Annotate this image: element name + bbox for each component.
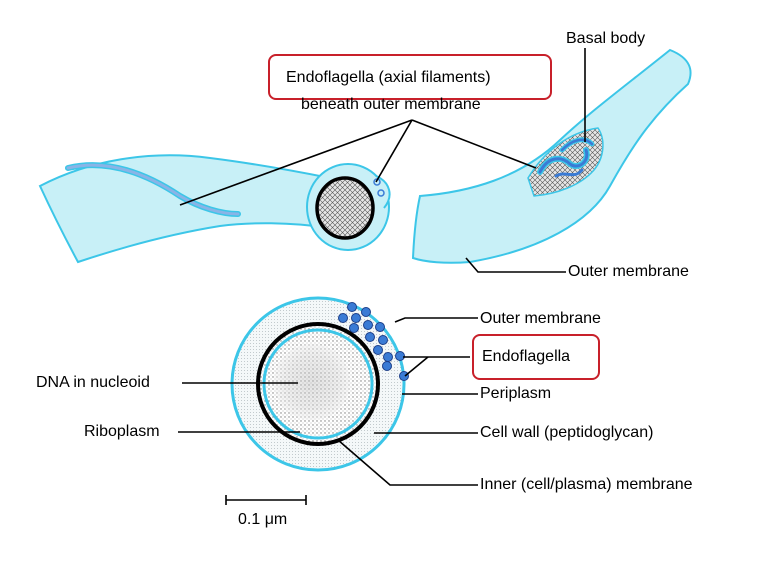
label-cell-wall: Cell wall (peptidoglycan) — [480, 424, 654, 441]
label-dna-nucleoid: DNA in nucleoid — [36, 374, 150, 391]
endoflagella-dots — [338, 302, 409, 381]
label-outer-membrane-top: Outer membrane — [568, 263, 689, 280]
label-outer-membrane: Outer membrane — [480, 310, 601, 327]
label-riboplasm: Riboplasm — [84, 423, 160, 440]
label-beneath-outer-membrane: beneath outer membrane — [301, 96, 481, 113]
cell-cross-section-end — [306, 163, 391, 251]
highlight-box-endoflagella-top — [268, 54, 552, 100]
leader-lines-top — [179, 48, 586, 273]
highlight-box-endoflagella — [472, 334, 600, 380]
scale-bar — [225, 495, 307, 505]
cell-segment-longitudinal — [38, 154, 331, 264]
label-inner-membrane: Inner (cell/plasma) membrane — [480, 476, 693, 493]
leader-lines-bottom — [178, 317, 478, 486]
curved-cell — [411, 48, 692, 264]
label-periplasm: Periplasm — [480, 385, 552, 402]
label-endoflagella-axial: Endoflagella (axial filaments) — [286, 69, 491, 86]
label-scale: 0.1 μm — [238, 511, 288, 528]
label-endoflagella: Endoflagella — [482, 348, 571, 365]
label-basal-body: Basal body — [566, 30, 646, 47]
cross-section-large — [230, 296, 406, 472]
